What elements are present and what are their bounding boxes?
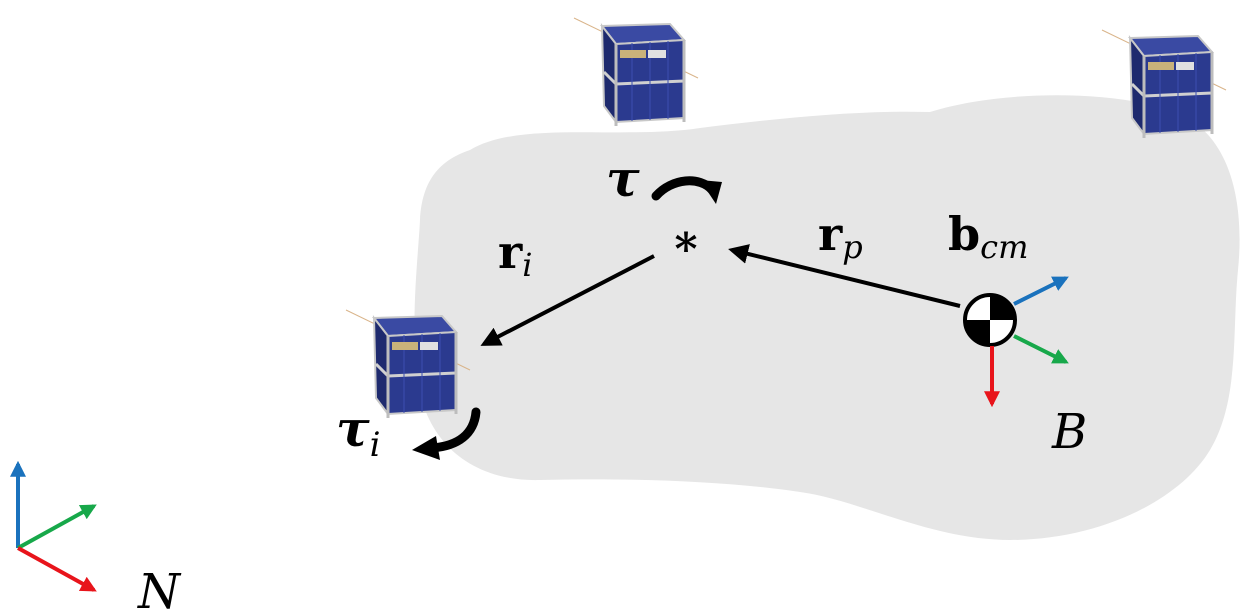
curved-arrow-head-tau-i — [412, 436, 440, 460]
vector-r-i — [480, 254, 655, 346]
label-tau-i-symbol: τ — [336, 399, 370, 458]
label-inertial-frame: N — [137, 564, 182, 612]
label-r-p: rp — [818, 207, 863, 266]
curved-arrow-head-tau — [700, 180, 722, 204]
label-body-frame: B — [1051, 404, 1087, 460]
curved-arrow-icon-tau-i — [427, 407, 481, 453]
label-r-i: ri — [498, 225, 532, 284]
vector-r-p — [728, 244, 961, 308]
label-b-cm: bcm — [948, 207, 1028, 266]
label-r-p-subscript: p — [842, 228, 862, 266]
body-axis-y — [1013, 334, 1069, 364]
label-b-cm-subscript: cm — [980, 228, 1028, 266]
label-r-i-subscript: i — [522, 246, 532, 284]
point-marker: * — [674, 224, 697, 275]
label-tau-i-subscript: i — [370, 425, 381, 465]
label-r-i-symbol: r — [498, 225, 523, 279]
inertial-axis-y — [17, 504, 97, 550]
label-tau: τ — [606, 149, 640, 208]
body-axis-z — [1013, 276, 1069, 306]
rigid-body-shape — [414, 95, 1240, 541]
label-tau-i: τi — [336, 399, 381, 465]
inertial-axis-x — [17, 546, 97, 592]
label-r-p-symbol: r — [818, 207, 843, 261]
cubesat-icon-top — [572, 16, 700, 128]
label-b-cm-symbol: b — [948, 207, 980, 261]
center-of-mass-icon — [963, 293, 1017, 347]
